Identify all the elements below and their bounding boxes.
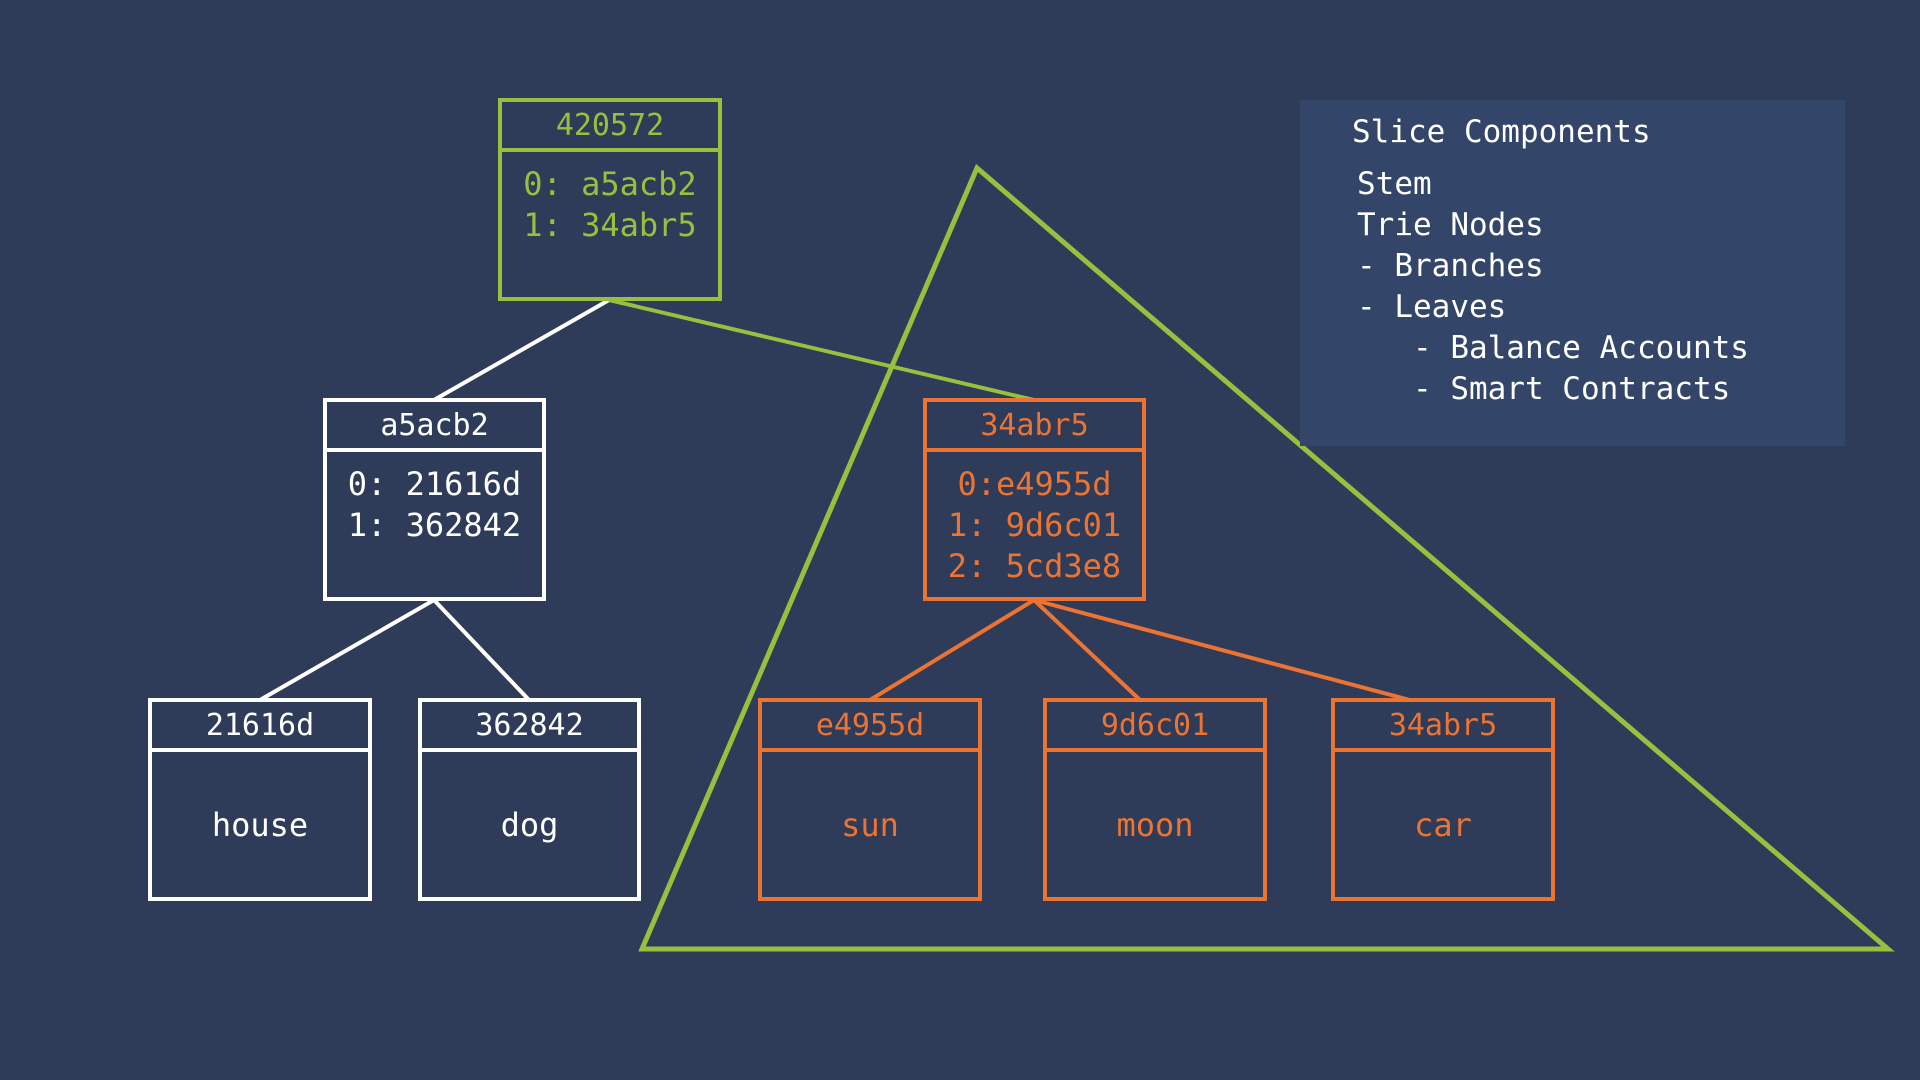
edge-root-left	[433, 298, 610, 402]
leaf-value: sun	[841, 805, 899, 844]
leaf-value: car	[1414, 805, 1472, 844]
root-node-hash: 420572	[502, 102, 718, 152]
root-entry-1: 1: 34abr5	[523, 206, 697, 244]
edge-right-moon	[1032, 598, 1142, 702]
leaf-hash: e4955d	[762, 702, 978, 752]
left-branch-entries: 0: 21616d 1: 362842	[327, 452, 542, 546]
edge-right-car	[1033, 598, 1411, 702]
right-branch-node: 34abr5 0:e4955d 1: 9d6c01 2: 5cd3e8	[923, 398, 1146, 601]
root-entry-0: 0: a5acb2	[523, 165, 697, 203]
legend-item: - Balance Accounts	[1357, 330, 1749, 366]
leaf-hash: 21616d	[152, 702, 368, 752]
leaf-value: house	[211, 805, 309, 844]
legend-title: Slice Components	[1352, 114, 1651, 150]
legend-panel: Slice Components Stem Trie Nodes - Branc…	[1300, 100, 1845, 446]
legend-item: - Leaves	[1357, 289, 1507, 325]
edge-left-house	[259, 598, 435, 702]
root-node: 420572 0: a5acb2 1: 34abr5	[498, 98, 722, 301]
leaf-node-sun: e4955d sun	[758, 698, 982, 901]
leaf-node-car: 34abr5 car	[1331, 698, 1555, 901]
right-branch-hash: 34abr5	[927, 402, 1142, 452]
edge-right-sun	[868, 598, 1036, 702]
left-branch-hash: a5acb2	[327, 402, 542, 452]
right-branch-entry-2: 2: 5cd3e8	[947, 547, 1122, 585]
right-branch-entry-0: 0:e4955d	[957, 465, 1112, 503]
legend-item: Trie Nodes	[1357, 207, 1544, 243]
edge-left-dog	[432, 598, 531, 702]
legend-item: - Branches	[1357, 248, 1544, 284]
legend-item: Stem	[1357, 166, 1432, 202]
leaf-node-house: 21616d house	[148, 698, 372, 901]
leaf-hash: 9d6c01	[1047, 702, 1263, 752]
left-branch-entry-0: 0: 21616d	[347, 465, 522, 503]
legend-item: - Smart Contracts	[1357, 371, 1731, 407]
root-node-entries: 0: a5acb2 1: 34abr5	[502, 152, 718, 246]
leaf-hash: 362842	[422, 702, 637, 752]
leaf-hash: 34abr5	[1335, 702, 1551, 752]
left-branch-node: a5acb2 0: 21616d 1: 362842	[323, 398, 546, 601]
right-branch-entry-1: 1: 9d6c01	[947, 506, 1122, 544]
leaf-value: dog	[500, 805, 559, 844]
slice-triangle	[638, 163, 1895, 952]
edge-root-right	[608, 298, 1035, 402]
leaf-node-dog: 362842 dog	[418, 698, 641, 901]
leaf-node-moon: 9d6c01 moon	[1043, 698, 1267, 901]
leaf-value: moon	[1116, 805, 1194, 844]
right-branch-entries: 0:e4955d 1: 9d6c01 2: 5cd3e8	[927, 452, 1142, 587]
left-branch-entry-1: 1: 362842	[347, 506, 522, 544]
